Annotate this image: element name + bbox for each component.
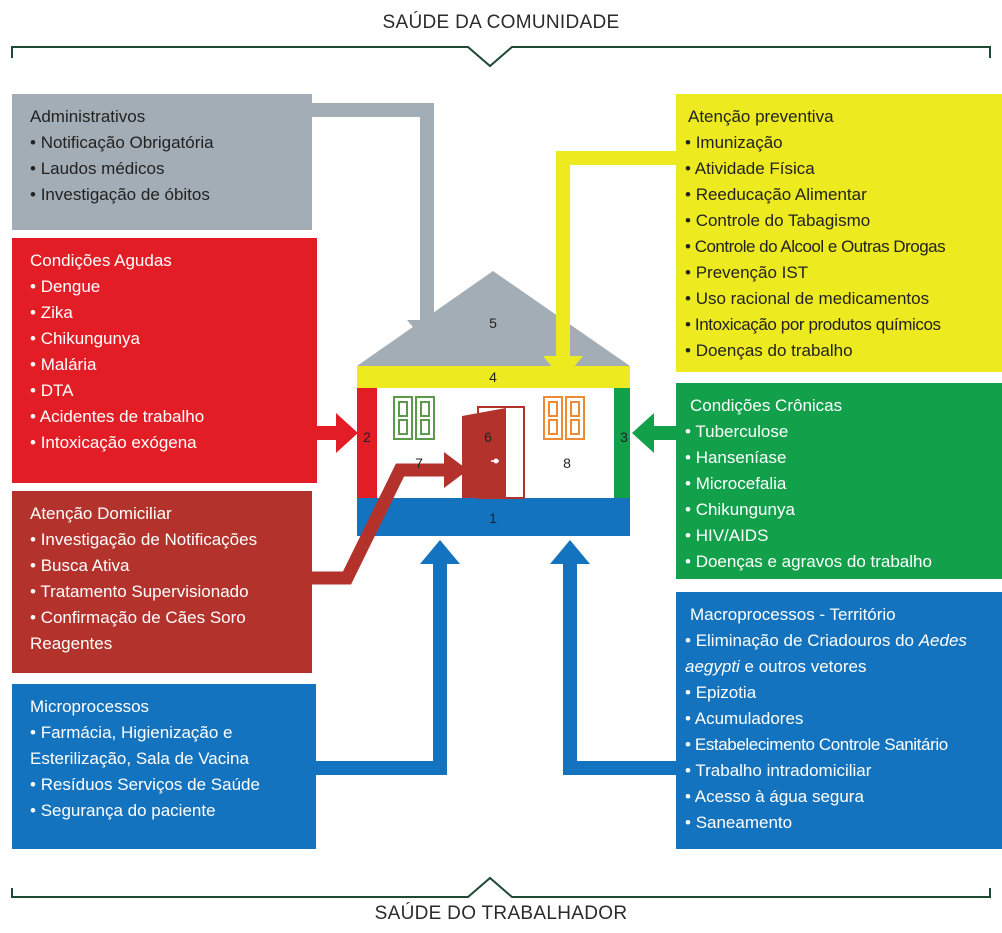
- house-number-5: 5: [489, 315, 497, 331]
- list-item: Uso racional de medicamentos: [685, 286, 994, 312]
- box-title: Condições Crônicas: [690, 396, 843, 415]
- list-item: Resíduos Serviços de Saúde: [30, 772, 308, 798]
- box-condicoes-cronicas: Condições Crônicas Tuberculose Hansenías…: [676, 383, 1002, 579]
- arrow-micro: [312, 562, 447, 775]
- list-item: Intoxicação por produtos químicos: [685, 312, 994, 338]
- list-item: Controle do Tabagismo: [685, 208, 994, 234]
- house-number-2: 2: [363, 429, 371, 445]
- arrow-macro: [563, 562, 676, 775]
- box-microprocessos: Microprocessos Farmácia, Higienização e …: [12, 684, 316, 849]
- macro-item-text: Eliminação de Criadouros do: [695, 631, 919, 650]
- arrow-domiciliar: [312, 463, 446, 585]
- list-item: Reeducação Alimentar: [685, 182, 994, 208]
- list-item: Intoxicação exógena: [30, 430, 309, 456]
- window-left-icon: [393, 396, 435, 440]
- bottom-banner-title: SAÚDE DO TRABALHADOR: [374, 903, 628, 924]
- list-item: Hanseníase: [685, 445, 994, 471]
- list-item: Microcefalia: [685, 471, 994, 497]
- box-title: Administrativos: [30, 107, 146, 126]
- box-title: Macroprocessos - Território: [690, 605, 896, 624]
- list-item: Acesso à água segura: [685, 784, 994, 810]
- list-item: DTA: [30, 378, 309, 404]
- list-item: Chikungunya: [685, 497, 994, 523]
- list-item: Doenças do trabalho: [685, 338, 994, 364]
- list-item: Trabalho intradomiciliar: [685, 758, 994, 784]
- box-condicoes-agudas: Condições Agudas Dengue Zika Chikungunya…: [12, 238, 317, 483]
- box-atencao-domiciliar: Atenção Domiciliar Investigação de Notif…: [12, 491, 312, 673]
- window-right-icon: [543, 396, 585, 440]
- list-item: Segurança do paciente: [30, 798, 308, 824]
- aedes-aegypti-text: Aedes aegypti: [685, 631, 967, 676]
- box-administrativos: Administrativos Notificação Obrigatória …: [12, 94, 312, 230]
- door-icon: [462, 406, 525, 499]
- list-item: Tuberculose: [685, 419, 994, 445]
- house-number-4: 4: [489, 369, 497, 385]
- list-item: Imunização: [685, 130, 994, 156]
- house-number-8: 8: [563, 455, 571, 471]
- house-number-6: 6: [484, 429, 492, 445]
- list-item: Controle do Alcool e Outras Drogas: [685, 234, 994, 260]
- box-title: Microprocessos: [30, 697, 150, 716]
- top-banner-line: [11, 46, 991, 68]
- box-title: Atenção preventiva: [688, 107, 834, 126]
- house-floor-1: [357, 498, 630, 536]
- list-item: Malária: [30, 352, 309, 378]
- list-item: Epizotia: [685, 680, 994, 706]
- house-wall-3: [614, 388, 630, 498]
- list-item: Notificação Obrigatória: [30, 130, 304, 156]
- top-banner-title: SAÚDE DA COMUNIDADE: [382, 12, 620, 33]
- box-atencao-preventiva: Atenção preventiva Imunização Atividade …: [676, 94, 1002, 372]
- list-item: Farmácia, Higienização e Esterilização, …: [30, 720, 308, 772]
- arrow-administrativos: [312, 103, 434, 322]
- house-number-3: 3: [620, 429, 628, 445]
- box-macroprocessos: Macroprocessos - Território Eliminação d…: [676, 592, 1002, 849]
- list-item: Acumuladores: [685, 706, 994, 732]
- bottom-banner-line: [11, 876, 991, 898]
- list-item: Investigação de Notificações: [30, 527, 304, 553]
- list-item: Zika: [30, 300, 309, 326]
- list-item: Chikungunya: [30, 326, 309, 352]
- list-item: Prevenção IST: [685, 260, 994, 286]
- list-item: Confirmação de Cães Soro Reagentes: [30, 605, 304, 657]
- list-item: Tratamento Supervisionado: [30, 579, 304, 605]
- box-title: Atenção Domiciliar: [30, 504, 172, 523]
- list-item: Doenças e agravos do trabalho: [685, 549, 994, 575]
- arrow-cronicas: [650, 426, 676, 440]
- list-item: Eliminação de Criadouros do Aedes aegypt…: [685, 628, 994, 680]
- list-item: HIV/AIDS: [685, 523, 994, 549]
- house-number-1: 1: [489, 510, 497, 526]
- list-item: Estabelecimento Controle Sanitário: [685, 732, 994, 758]
- list-item: Acidentes de trabalho: [30, 404, 309, 430]
- house-wall-2: [357, 388, 377, 498]
- list-item: Busca Ativa: [30, 553, 304, 579]
- arrow-preventiva: [556, 151, 676, 358]
- list-item: Laudos médicos: [30, 156, 304, 182]
- house-number-7: 7: [415, 455, 423, 471]
- macro-item-text: e outros vetores: [739, 657, 867, 676]
- list-item: Dengue: [30, 274, 309, 300]
- box-title: Condições Agudas: [30, 251, 172, 270]
- list-item: Atividade Física: [685, 156, 994, 182]
- list-item: Investigação de óbitos: [30, 182, 304, 208]
- arrow-agudas: [317, 426, 339, 440]
- list-item: Saneamento: [685, 810, 994, 836]
